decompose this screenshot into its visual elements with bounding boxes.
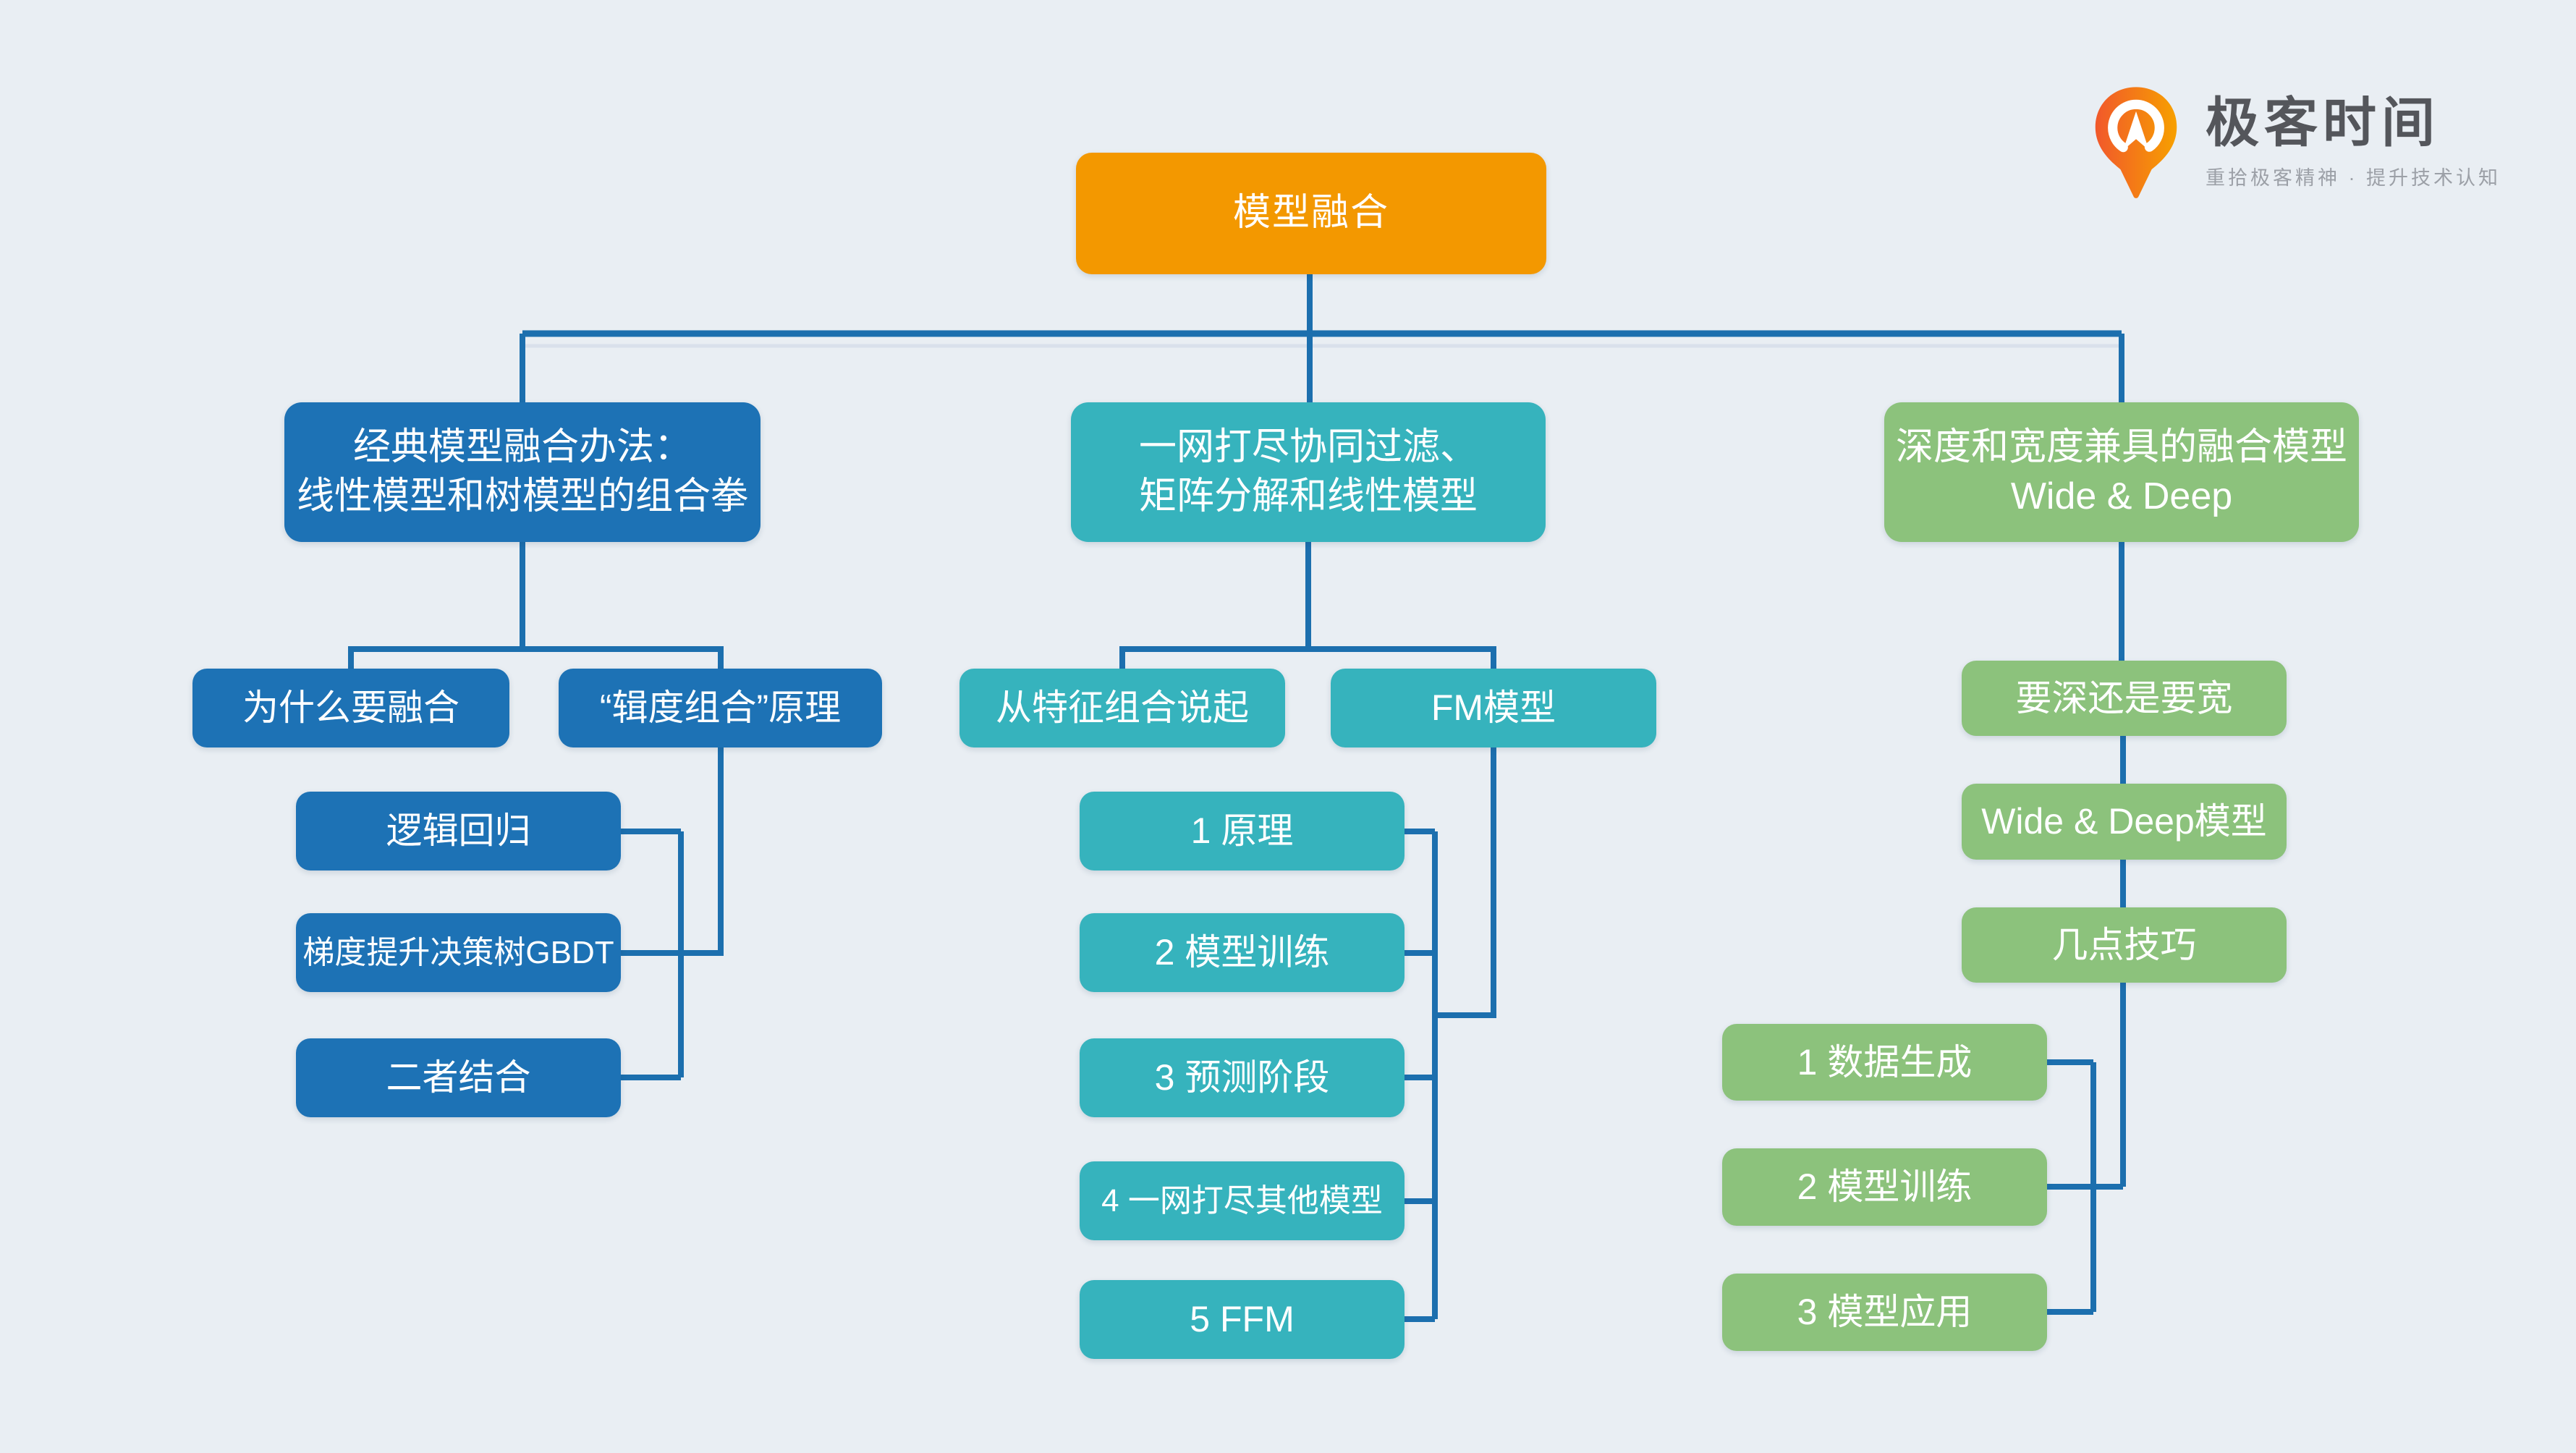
node-fm-training: 2 模型训练 [1080, 913, 1404, 992]
node-why-fusion: 为什么要融合 [192, 669, 509, 747]
node-logistic-regression: 逻辑回归 [296, 792, 621, 870]
node-tips: 几点技巧 [1962, 907, 2287, 983]
node-combine-both: 二者结合 [296, 1038, 621, 1117]
node-root-model-fusion: 模型融合 [1076, 153, 1546, 274]
node-label: 从特征组合说起 [996, 687, 1249, 728]
geektime-pin-icon [2095, 87, 2177, 198]
node-fm-model: FM模型 [1331, 669, 1656, 747]
node-label: “辑度组合”原理 [599, 687, 842, 728]
node-label-line2: 矩阵分解和线性模型 [1138, 475, 1478, 517]
node-wide-deep-model: Wide & Deep模型 [1962, 784, 2287, 860]
logo-tagline: 重拾极客精神 · 提升技术认知 [2206, 167, 2501, 190]
node-data-generation: 1 数据生成 [1722, 1024, 2047, 1101]
logo-brand: 极客时间 [2206, 92, 2440, 153]
node-label: 5 FFM [1190, 1299, 1295, 1339]
node-label: 2 模型训练 [1797, 1166, 1973, 1207]
node-fm-principle: 1 原理 [1080, 792, 1404, 870]
node-label: 梯度提升决策树GBDT [302, 934, 614, 970]
geektime-logo: 极客时间 重拾极客精神 · 提升技术认知 [2093, 85, 2501, 200]
node-label: 几点技巧 [2051, 924, 2197, 965]
node-label: Wide & Deep模型 [1981, 801, 2267, 842]
node-model-training: 2 模型训练 [1722, 1148, 2047, 1226]
node-label: 逻辑回归 [386, 810, 531, 851]
node-wide-deep-branch: 深度和宽度兼具的融合模型 Wide & Deep [1884, 402, 2359, 542]
node-label: 为什么要融合 [242, 687, 459, 728]
node-fm-prediction: 3 预测阶段 [1080, 1038, 1404, 1117]
node-label: 要深还是要宽 [2015, 677, 2233, 719]
node-label: 模型融合 [1232, 192, 1389, 234]
node-classic-fusion-branch: 经典模型融合办法： 线性模型和树模型的组合拳 [284, 402, 760, 542]
node-label: FM模型 [1431, 687, 1556, 728]
node-label-line1: 一网打尽协同过滤、 [1138, 425, 1478, 468]
node-gbdt: 梯度提升决策树GBDT [296, 913, 621, 992]
node-label-line1: 经典模型融合办法： [352, 425, 692, 468]
node-label: 4 一网打尽其他模型 [1101, 1182, 1383, 1219]
logo-text: 极客时间 重拾极客精神 · 提升技术认知 [2206, 92, 2501, 191]
node-label: 3 预测阶段 [1154, 1057, 1330, 1098]
node-label-line2: Wide & Deep [2010, 475, 2233, 517]
node-deep-or-wide: 要深还是要宽 [1962, 661, 2287, 736]
node-label: 3 模型应用 [1797, 1292, 1973, 1332]
node-fm-other-models: 4 一网打尽其他模型 [1080, 1161, 1404, 1240]
node-radial-combination-principle: “辑度组合”原理 [559, 669, 882, 747]
node-label: 二者结合 [386, 1057, 531, 1098]
node-label: 2 模型训练 [1154, 932, 1330, 973]
node-label: 1 数据生成 [1797, 1041, 1973, 1083]
node-model-application: 3 模型应用 [1722, 1274, 2047, 1351]
node-label-line1: 深度和宽度兼具的融合模型 [1895, 425, 2347, 468]
node-label-line2: 线性模型和树模型的组合拳 [296, 475, 748, 517]
node-feature-combination: 从特征组合说起 [959, 669, 1285, 747]
node-collab-matrix-linear-branch: 一网打尽协同过滤、 矩阵分解和线性模型 [1071, 402, 1546, 542]
node-label: 1 原理 [1190, 810, 1294, 851]
node-ffm: 5 FFM [1080, 1280, 1404, 1359]
